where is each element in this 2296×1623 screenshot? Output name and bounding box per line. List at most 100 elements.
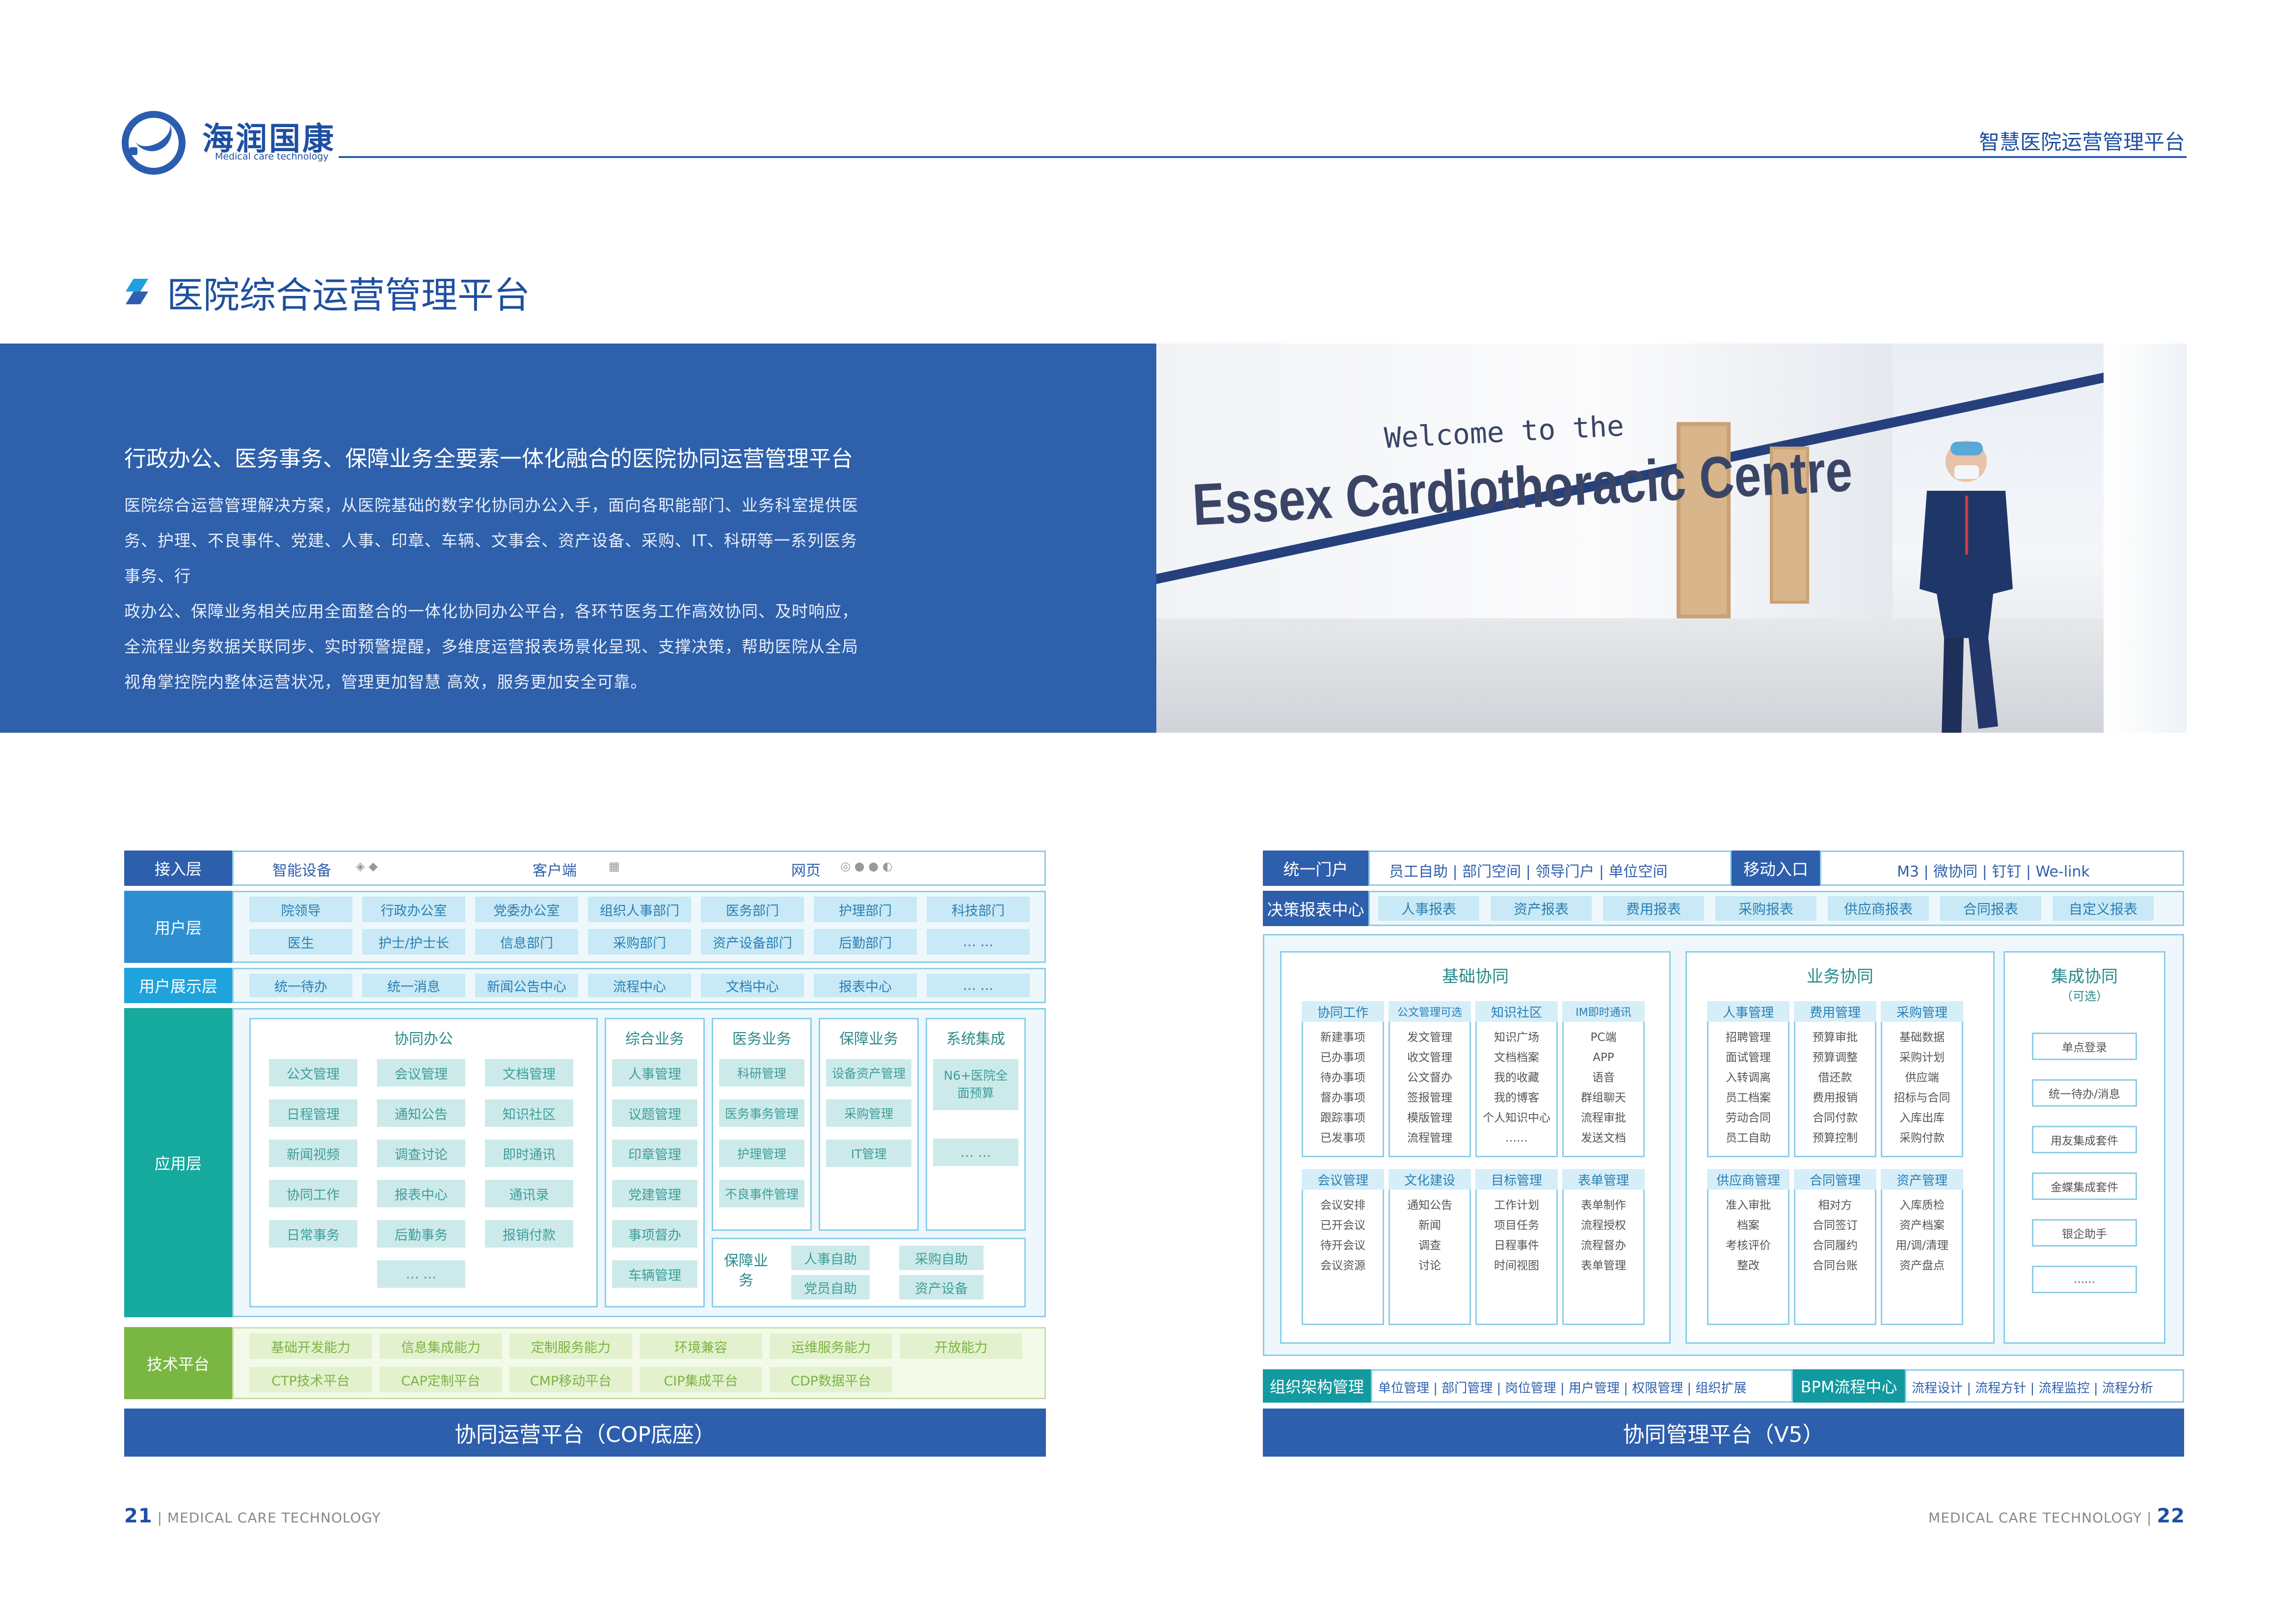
user-role-cell: 行政办公室 bbox=[362, 897, 465, 922]
user-role-cell: … … bbox=[927, 929, 1030, 955]
module-item: 文档档案 bbox=[1494, 1051, 1539, 1064]
module-item: 群组聊天 bbox=[1581, 1091, 1626, 1104]
mobile-label: 移动入口 bbox=[1732, 851, 1820, 886]
org-box bbox=[1371, 1369, 1793, 1403]
module-item: 表单制作 bbox=[1581, 1199, 1626, 1212]
module-item: 合同台账 bbox=[1813, 1259, 1858, 1272]
user-role-cell: 医生 bbox=[249, 929, 352, 955]
module-item: 基础数据 bbox=[1899, 1031, 1945, 1044]
display-cell: 统一消息 bbox=[362, 974, 465, 997]
module-item: 相对方 bbox=[1818, 1199, 1852, 1212]
oa-cell: 文档管理 bbox=[485, 1059, 573, 1087]
module-item: 知识广场 bbox=[1494, 1031, 1539, 1044]
hospital-photo bbox=[1156, 344, 2187, 733]
support2-cell: 人事自助 bbox=[791, 1246, 870, 1270]
access-client: 客户端 bbox=[533, 862, 577, 879]
reports-label: 决策报表中心 bbox=[1263, 891, 1368, 926]
module-item: 合同付款 bbox=[1813, 1112, 1858, 1124]
user-role-cell: 组织人事部门 bbox=[588, 897, 691, 922]
intro-title: 行政办公、医务事务、保障业务全要素一体化融合的医院协同运营管理平台 bbox=[124, 446, 854, 472]
module-item: 整改 bbox=[1737, 1259, 1760, 1272]
integration-option: 统一待办/消息 bbox=[2032, 1079, 2137, 1107]
display-cell: 新闻公告中心 bbox=[475, 974, 578, 997]
user-role-cell: 科技部门 bbox=[927, 897, 1030, 922]
integration-option: 用友集成套件 bbox=[2032, 1126, 2137, 1153]
module-item: 发送文档 bbox=[1581, 1132, 1626, 1144]
integration-cell: N6+医院全面预算 bbox=[933, 1059, 1018, 1110]
bpm-box bbox=[1905, 1369, 2184, 1403]
general-cell: 党建管理 bbox=[612, 1180, 697, 1207]
user-role-cell: 党委办公室 bbox=[475, 897, 578, 922]
portal-items: 员工自助 | 部门空间 | 领导门户 | 单位空间 bbox=[1389, 863, 1668, 880]
access-layer-label: 接入层 bbox=[124, 851, 232, 886]
module-item: 入库出库 bbox=[1899, 1112, 1945, 1124]
user-role-cell: 资产设备部门 bbox=[701, 929, 804, 955]
module-column-header: 表单管理 bbox=[1562, 1169, 1645, 1190]
bpm-items: 流程设计 | 流程方针 | 流程监控 | 流程分析 bbox=[1912, 1381, 2153, 1396]
tech-capability-cell: 环境兼容 bbox=[640, 1333, 762, 1359]
doctor-figure bbox=[1920, 441, 2013, 733]
module-item: 我的收藏 bbox=[1494, 1071, 1539, 1084]
module-item: 日程事件 bbox=[1494, 1239, 1539, 1252]
integration-option: 银企助手 bbox=[2032, 1219, 2137, 1247]
org-label: 组织架构管理 bbox=[1263, 1369, 1371, 1403]
module-column-header: 采购管理 bbox=[1881, 1001, 1963, 1022]
tech-capability-cell: 开放能力 bbox=[900, 1333, 1022, 1359]
support-cell: 采购管理 bbox=[826, 1099, 911, 1127]
user-role-cell: 信息部门 bbox=[475, 929, 578, 955]
module-item: 员工自助 bbox=[1726, 1132, 1771, 1144]
integration-panel bbox=[926, 1018, 1026, 1231]
intro-body: 医院综合运营管理解决方案，从医院基础的数字化协同办公入手，面向各职能部门、业务科… bbox=[124, 496, 858, 692]
v5-base-bar: 协同管理平台（V5） bbox=[1263, 1409, 2184, 1457]
oa-cell: 通知公告 bbox=[377, 1099, 465, 1127]
report-cell: 人事报表 bbox=[1378, 896, 1479, 921]
section-marker-icon bbox=[126, 279, 148, 304]
module-column-header: 资产管理 bbox=[1881, 1169, 1963, 1190]
report-cell: 供应商报表 bbox=[1828, 896, 1929, 921]
support2-cell: 资产设备 bbox=[899, 1275, 984, 1300]
support2-cell: 党员自助 bbox=[791, 1275, 870, 1300]
access-web: 网页 bbox=[791, 862, 821, 879]
module-item: 表单管理 bbox=[1581, 1259, 1626, 1272]
module-item: 预算控制 bbox=[1813, 1132, 1858, 1144]
module-item: 入转调离 bbox=[1726, 1071, 1771, 1084]
tech-platform-cell: CDP数据平台 bbox=[770, 1367, 892, 1392]
module-item: 资产档案 bbox=[1899, 1219, 1945, 1232]
oa-cell: 日程管理 bbox=[269, 1099, 357, 1127]
oa-cell: 即时通讯 bbox=[485, 1140, 573, 1167]
oa-cell: 通讯录 bbox=[485, 1180, 573, 1207]
cop-base-bar: 协同运营平台（COP底座） bbox=[124, 1409, 1046, 1457]
medical-cell: 医务事务管理 bbox=[719, 1099, 804, 1127]
oa-cell: 调查讨论 bbox=[377, 1140, 465, 1167]
tech-capability-cell: 信息集成能力 bbox=[379, 1333, 502, 1359]
user-role-cell: 医务部门 bbox=[701, 897, 804, 922]
support2-cell: 采购自助 bbox=[899, 1246, 984, 1270]
oa-cell: 会议管理 bbox=[377, 1059, 465, 1087]
mobile-box bbox=[1820, 851, 2184, 886]
support-cell: IT管理 bbox=[826, 1140, 911, 1167]
medical-cell: 护理管理 bbox=[719, 1140, 804, 1167]
module-item: 考核评价 bbox=[1726, 1239, 1771, 1252]
module-item: 准入审批 bbox=[1726, 1199, 1771, 1212]
module-column-header: 知识社区 bbox=[1475, 1001, 1558, 1022]
display-cell: 文档中心 bbox=[701, 974, 804, 997]
module-item: 已发事项 bbox=[1320, 1132, 1365, 1144]
report-cell: 合同报表 bbox=[1940, 896, 2041, 921]
medical-cell: 科研管理 bbox=[719, 1059, 804, 1087]
module-item: 调查 bbox=[1418, 1239, 1441, 1252]
support-title: 保障业务 bbox=[839, 1031, 898, 1048]
oa-cell: … … bbox=[377, 1260, 465, 1288]
module-item: …… bbox=[1505, 1132, 1528, 1144]
module-item: 讨论 bbox=[1418, 1259, 1441, 1272]
integration-option: 金蝶集成套件 bbox=[2032, 1172, 2137, 1200]
general-cell: 事项督办 bbox=[612, 1220, 697, 1248]
module-item: 面试管理 bbox=[1726, 1051, 1771, 1064]
module-column-header: 费用管理 bbox=[1794, 1001, 1876, 1022]
medical-cell: 不良事件管理 bbox=[719, 1180, 804, 1207]
report-cell: 费用报表 bbox=[1603, 896, 1704, 921]
brand-subtitle: Medical care technology bbox=[215, 151, 329, 162]
user-role-cell: 采购部门 bbox=[588, 929, 691, 955]
module-column-header: 目标管理 bbox=[1475, 1169, 1558, 1190]
display-cell: 报表中心 bbox=[814, 974, 917, 997]
section-title: 医院综合运营管理平台 bbox=[167, 274, 530, 317]
